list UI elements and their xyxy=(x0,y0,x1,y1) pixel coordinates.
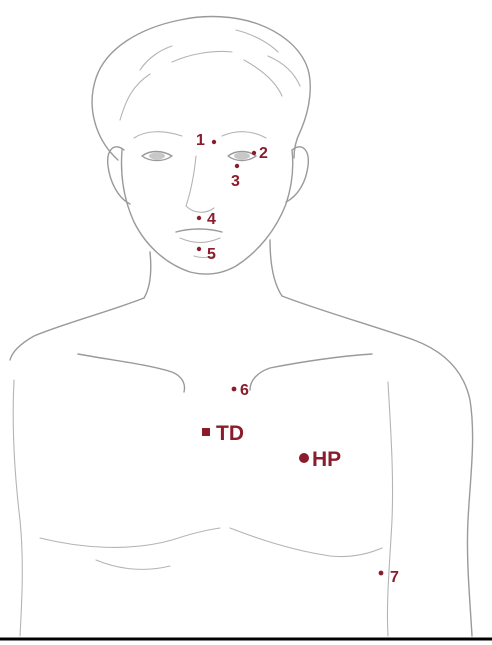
point-1-marker xyxy=(212,140,216,144)
point-5-label: 5 xyxy=(207,246,216,263)
point-2-marker xyxy=(252,151,256,155)
point-hp-label: HP xyxy=(312,448,341,471)
point-3: 3 xyxy=(231,164,240,190)
point-hp-marker xyxy=(299,453,309,463)
point-6-label: 6 xyxy=(240,382,249,399)
point-7-marker xyxy=(379,571,384,576)
point-3-label: 3 xyxy=(231,173,240,190)
point-td-marker xyxy=(202,428,210,436)
point-3-marker xyxy=(235,164,239,168)
point-1: 1 xyxy=(196,132,216,149)
point-1-label: 1 xyxy=(196,132,205,149)
point-6-marker xyxy=(232,387,237,392)
point-4-marker xyxy=(197,216,201,220)
point-7-label: 7 xyxy=(390,569,399,586)
point-hp: HP xyxy=(299,448,341,471)
point-6: 6 xyxy=(232,382,249,399)
point-td-label: TD xyxy=(216,422,244,445)
point-2: 2 xyxy=(252,145,268,162)
point-5: 5 xyxy=(197,246,216,263)
point-4: 4 xyxy=(197,211,216,228)
torso-outline xyxy=(10,296,473,636)
point-5-marker xyxy=(197,247,201,251)
point-4-label: 4 xyxy=(207,211,216,228)
point-td: TD xyxy=(202,422,244,445)
point-2-label: 2 xyxy=(259,145,268,162)
